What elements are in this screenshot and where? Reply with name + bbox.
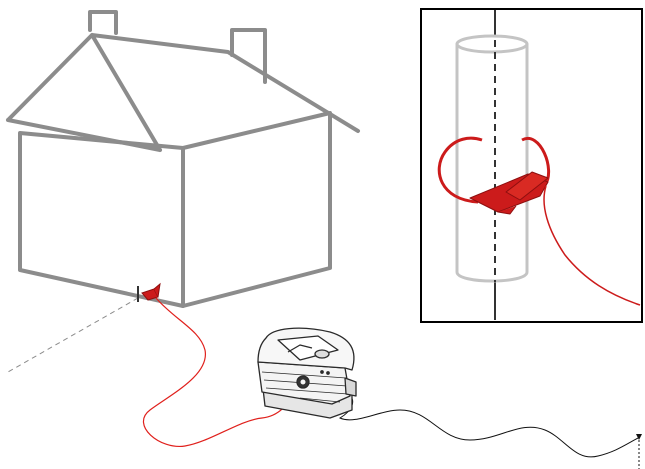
test-instrument-device [257, 327, 357, 419]
pipe-cylinder [455, 34, 529, 283]
pipe-clamp-detail-inset [420, 8, 643, 323]
clamp-loop [437, 136, 551, 204]
chimney-left [88, 10, 118, 35]
device-side-latch [344, 377, 357, 397]
house-illustration [6, 10, 360, 308]
clamp-lead [543, 185, 641, 306]
buried-pipe-dashed-line [7, 297, 139, 373]
house-side-wall [181, 111, 332, 308]
indicator-dot [326, 371, 330, 375]
ground-stake-icon [636, 434, 642, 469]
inset-frame [420, 8, 643, 323]
indicator-dot [320, 370, 324, 374]
house-clip-icon [141, 282, 161, 301]
alligator-clip-icon [469, 171, 549, 215]
house-roof [6, 33, 360, 152]
red-test-lead [142, 297, 299, 447]
black-ground-wire [338, 391, 639, 458]
speaker-grille [314, 349, 330, 359]
house-front-wall [18, 131, 185, 308]
device-top-panel [277, 335, 339, 361]
device-handle [287, 344, 313, 353]
chimney-right [230, 28, 267, 84]
